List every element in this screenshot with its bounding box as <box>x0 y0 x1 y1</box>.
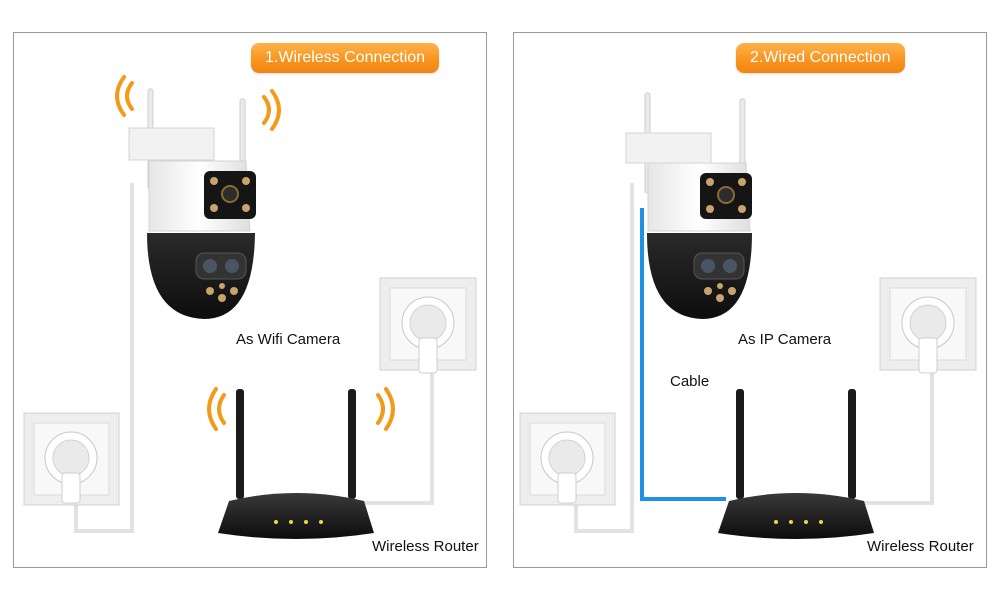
router-label: Wireless Router <box>867 538 974 555</box>
connection-title: 1.Wireless Connection <box>251 43 440 73</box>
camera-wifi-signal-icon <box>115 75 281 131</box>
wall-outlet-right <box>879 277 977 374</box>
router-power-cable <box>854 373 934 505</box>
wired-scene <box>519 92 977 539</box>
router-wifi-signal-icon <box>207 387 395 431</box>
router-power-cable <box>354 373 434 505</box>
camera-label: As IP Camera <box>738 331 832 348</box>
camera-power-cable <box>574 183 634 533</box>
ptz-camera <box>128 88 256 319</box>
connection-title: 2.Wired Connection <box>736 43 905 73</box>
wireless-router <box>718 389 874 539</box>
wireless-scene <box>23 75 477 539</box>
camera-power-cable <box>74 183 134 533</box>
ethernet-cable <box>640 208 726 501</box>
cable-label: Cable <box>670 373 710 390</box>
wireless-router <box>218 389 374 539</box>
wired-connection-panel: 2.Wired Connection As IP Camera Cable Wi… <box>513 32 987 568</box>
router-label: Wireless Router <box>372 538 479 555</box>
wall-outlet-right <box>379 277 477 374</box>
ptz-camera <box>625 92 752 319</box>
wireless-connection-panel: 1.Wireless Connection As Wifi Camera Wir… <box>13 32 487 568</box>
wall-outlet-left <box>519 412 616 506</box>
camera-label: As Wifi Camera <box>236 331 341 348</box>
wall-outlet-left <box>23 412 120 506</box>
